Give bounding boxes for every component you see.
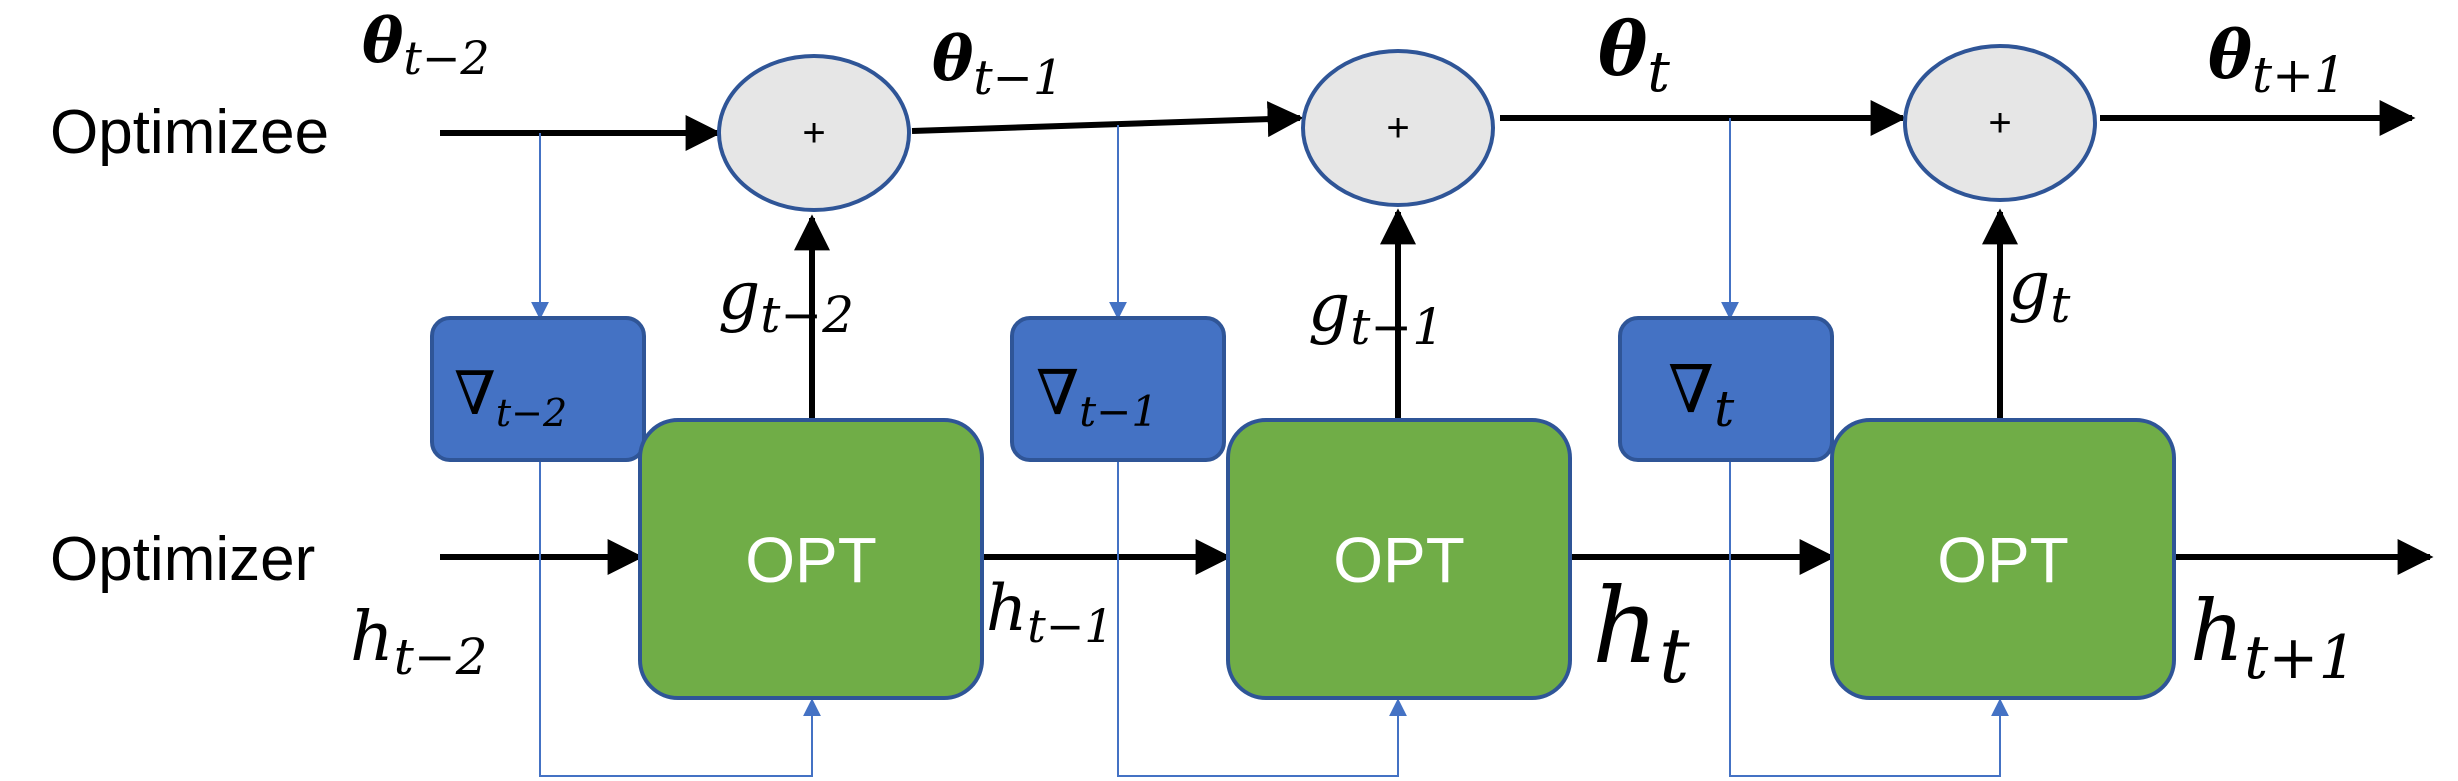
opt-label: OPT bbox=[745, 524, 877, 596]
opt-label: OPT bbox=[1937, 524, 2069, 596]
g-label-3: gt bbox=[2008, 247, 2071, 334]
gradient-label: ∇t−1 bbox=[1036, 356, 1158, 436]
h-label-1: ht−2 bbox=[350, 598, 488, 686]
h-label-3: ht bbox=[1592, 565, 1690, 700]
h-label-4: ht+1 bbox=[2190, 582, 2357, 693]
theta-label-4: θt+1 bbox=[2208, 16, 2346, 104]
gradient-box-2: ∇t−1 bbox=[1010, 316, 1226, 462]
theta-label-3: θt bbox=[1598, 7, 1670, 105]
opt-label: OPT bbox=[1333, 524, 1465, 596]
sum-node-2: + bbox=[1301, 49, 1495, 207]
gradient-box-3: ∇t bbox=[1618, 316, 1834, 462]
gradient-box-1: ∇t−2 bbox=[430, 316, 646, 462]
optimizer-label: Optimizer bbox=[50, 525, 315, 594]
opt-node-2: OPT bbox=[1226, 418, 1572, 700]
arrow-into-plus-2 bbox=[911, 101, 1304, 138]
grad-to-opt-loop-1 bbox=[539, 462, 821, 777]
grad-to-opt-loop-3 bbox=[1729, 462, 2009, 777]
g-label-1: gt−2 bbox=[718, 257, 854, 344]
update-arrows bbox=[794, 208, 2018, 420]
optimizee-label: Optimizee bbox=[50, 98, 329, 167]
opt-node-3: OPT bbox=[1830, 418, 2176, 700]
gradient-label: ∇t−2 bbox=[454, 359, 567, 435]
optimizee-flow-arrows bbox=[440, 100, 2416, 151]
sum-node-3: + bbox=[1903, 44, 2097, 202]
gradient-label: ∇t bbox=[1668, 351, 1735, 438]
plus-sign: + bbox=[1988, 101, 2011, 145]
opt-node-1: OPT bbox=[638, 418, 984, 700]
g-label-2: gt−1 bbox=[1308, 269, 1444, 356]
gradient-feedback-lines bbox=[539, 462, 2009, 777]
sum-node-1: + bbox=[717, 54, 911, 212]
plus-sign: + bbox=[1386, 106, 1409, 150]
theta-label-1: θt−2 bbox=[362, 4, 490, 85]
gradient-input-lines bbox=[531, 118, 1739, 320]
theta-label-2: θt−1 bbox=[932, 22, 1063, 106]
plus-sign: + bbox=[802, 111, 825, 155]
grad-to-opt-loop-2 bbox=[1117, 462, 1407, 777]
h-label-2: ht−1 bbox=[986, 572, 1114, 653]
